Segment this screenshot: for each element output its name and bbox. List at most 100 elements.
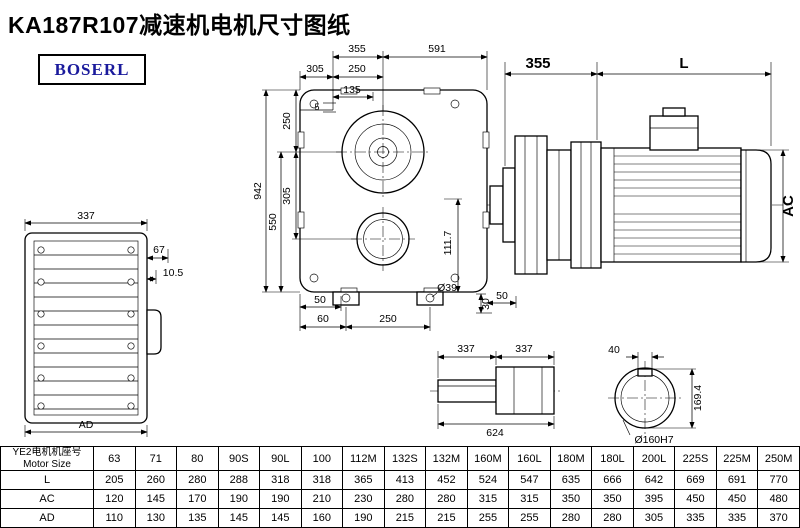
table-header-label: YE2电机机座号 Motor Size: [0, 446, 94, 471]
view-front: 355 591 305 250 135 250 305 550 942 5: [252, 43, 517, 331]
header-en: Motor Size: [23, 458, 71, 470]
dim-value-cell: 145: [259, 508, 302, 528]
dim-value-cell: 635: [549, 470, 593, 490]
dim-value-cell: 145: [134, 489, 178, 509]
secondary-bore-circle: [356, 212, 410, 266]
dim-label: 250: [379, 313, 397, 325]
dim-value-cell: 230: [342, 489, 385, 509]
dim-value-cell: 318: [259, 470, 302, 490]
header-cn: YE2电机机座号: [12, 447, 82, 458]
dim-row-label: L: [0, 470, 94, 490]
motor-size-cell: 225S: [674, 446, 717, 471]
gearbox-side-geometry: [24, 232, 162, 424]
dim-label: 250: [348, 63, 366, 75]
dim-value-cell: 135: [176, 508, 219, 528]
dim-label: 624: [486, 427, 504, 439]
motor-dimensions: 355 L AC: [504, 55, 797, 263]
dim-label: 30: [480, 298, 492, 310]
dim-value-cell: 190: [259, 489, 302, 509]
dim-value-cell: 666: [591, 470, 634, 490]
dim-label: 60: [317, 313, 329, 325]
dim-value-cell: 160: [300, 508, 344, 528]
dim-value-cell: 210: [300, 489, 344, 509]
shaft-end: [437, 379, 497, 403]
motor-size-cell: 90L: [259, 446, 302, 471]
dim-value-cell: 130: [134, 508, 178, 528]
dim-label: 10.5: [163, 267, 184, 279]
dim-label: Ø39: [437, 282, 457, 294]
dim-value-cell: 145: [217, 508, 261, 528]
dim-value-cell: 450: [715, 489, 759, 509]
dim-value-cell: 452: [425, 470, 468, 490]
motor-size-cell: 90S: [217, 446, 261, 471]
motor-size-cell: 132S: [383, 446, 427, 471]
dim-value-cell: 280: [425, 489, 468, 509]
dim-value-cell: 190: [342, 508, 385, 528]
dim-label: 169.4: [692, 385, 704, 411]
dim-label: Ø160H7: [634, 434, 673, 446]
view-shaft: 337 337 624: [430, 343, 562, 439]
shaft-hub: [495, 366, 555, 415]
dim-value-cell: 335: [715, 508, 759, 528]
motor-size-cell: 71: [134, 446, 178, 471]
dim-label: 355: [525, 55, 550, 72]
brand-logo-text: BOSERL: [54, 59, 130, 79]
motor-size-cell: 63: [93, 446, 136, 471]
dim-label: L: [679, 55, 688, 72]
view-bore: 40 169.4 Ø160H7: [608, 344, 704, 446]
motor-size-cell: 180L: [591, 446, 634, 471]
gearbox-side-outline: [24, 232, 148, 424]
shaft-geometry: [430, 366, 562, 415]
dim-value-cell: 335: [674, 508, 717, 528]
dim-row-label: AC: [0, 489, 94, 509]
bore-geometry: [608, 361, 682, 437]
motor-body: [600, 147, 742, 263]
motor-size-cell: 132M: [425, 446, 468, 471]
input-flange: [514, 135, 548, 275]
dim-label: 337: [457, 343, 475, 355]
dim-value-cell: 110: [93, 508, 136, 528]
dim-value-cell: 547: [508, 470, 551, 490]
dim-value-cell: 669: [674, 470, 717, 490]
shaft-boss: [146, 309, 162, 355]
dim-value-cell: 170: [176, 489, 219, 509]
dim-value-cell: 642: [632, 470, 676, 490]
dim-label: 111.7: [442, 230, 454, 255]
keyway: [637, 368, 653, 377]
dim-value-cell: 215: [425, 508, 468, 528]
motor-size-cell: 80: [176, 446, 219, 471]
page-title: KA187R107减速机电机尺寸图纸: [8, 12, 351, 38]
shaft-dimensions: 337 337 624: [437, 343, 555, 439]
motor-geometry: [487, 107, 792, 275]
terminal-box: [649, 115, 699, 151]
motor-size-cell: 112M: [342, 446, 385, 471]
dim-value-cell: 315: [508, 489, 551, 509]
fan-cover: [740, 149, 772, 263]
dim-value-cell: 524: [466, 470, 510, 490]
dim-label: 50: [314, 294, 326, 306]
motor-size-cell: 100: [300, 446, 344, 471]
dim-value-cell: 205: [93, 470, 136, 490]
dim-value-cell: 280: [591, 508, 634, 528]
dim-label: 591: [428, 43, 446, 55]
dim-value-cell: 280: [549, 508, 593, 528]
dim-label: 250: [281, 112, 293, 130]
view-motor-side: 355 L AC: [487, 55, 797, 275]
dim-label: 337: [515, 343, 533, 355]
dim-value-cell: 395: [632, 489, 676, 509]
dim-label: 305: [281, 187, 293, 205]
dim-value-cell: 315: [466, 489, 510, 509]
dim-value-cell: 365: [342, 470, 385, 490]
dim-value-cell: 280: [383, 489, 427, 509]
dim-label: 355: [348, 43, 366, 55]
view-side-left: 337 67 10.5 AD: [24, 210, 184, 437]
dim-label: 305: [306, 63, 324, 75]
motor-size-cell: 200L: [632, 446, 676, 471]
dim-value-cell: 413: [383, 470, 427, 490]
gearbox-front-dimensions: 355 591 305 250 135 250 305 550 942 5: [252, 43, 517, 331]
dim-label: AD: [79, 419, 94, 431]
